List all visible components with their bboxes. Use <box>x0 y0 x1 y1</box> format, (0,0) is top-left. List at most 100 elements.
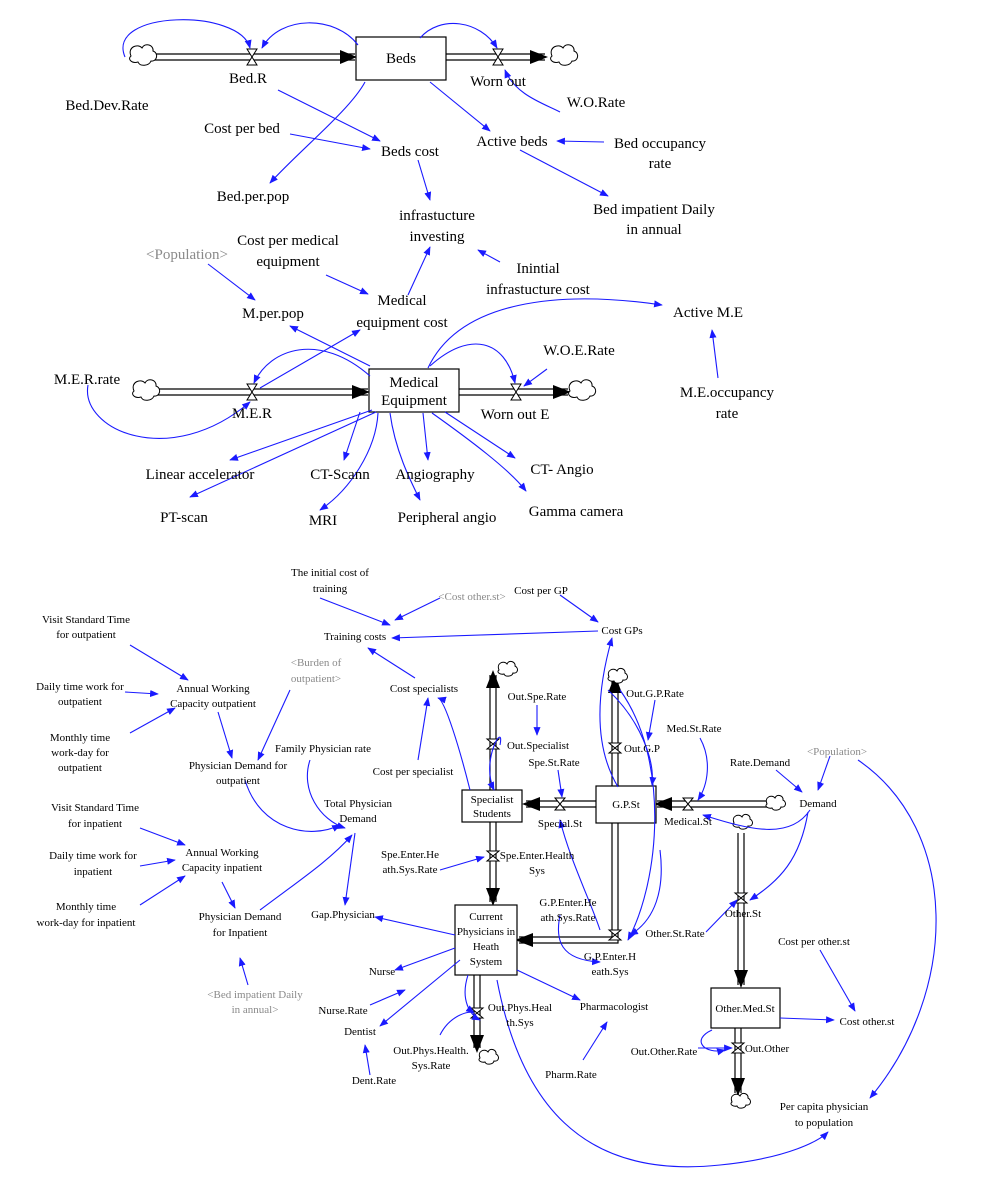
annual-capacity-outpatient-0-label: Annual Working <box>176 683 250 695</box>
bottom-diagram-other-st-label: Other.St <box>725 908 761 920</box>
out-phys-health-sys-rate-1-label: Sys.Rate <box>412 1060 451 1072</box>
monthly-time-outpatient-0-label: Monthly time <box>50 732 110 744</box>
stocks-gp-st-label: G.P.St <box>612 799 640 811</box>
cost-per-medical-equipment-label: Cost per medical <box>237 233 339 249</box>
current-physicians-3-label: System <box>470 956 503 968</box>
spe-enter-health-sys-1-label: Sys <box>529 865 545 877</box>
gp-enter-heath-sys-rate-1-label: ath.Sys.Rate <box>541 912 596 924</box>
cloud-icon <box>132 379 161 401</box>
bed-occupancy-rate-1-label: rate <box>649 156 672 172</box>
bottom-diagram-out-specialist-label: Out.Specialist <box>507 740 569 752</box>
bed-occupancy-rate-label: Bed occupancy <box>614 136 707 152</box>
active-me-label: Active M.E <box>673 305 743 321</box>
visit-std-outpatient-1-label: for outpatient <box>56 629 116 641</box>
current-physicians-2-label: Heath <box>473 941 500 953</box>
bottom-diagram-out-gp-label: Out.G.P <box>624 743 660 755</box>
population-ghost-label: <Population> <box>146 247 228 263</box>
gamma-camera-label: Gamma camera <box>529 504 624 520</box>
pt-scan-label: PT-scan <box>160 510 208 526</box>
bottom-diagram-out-spe-rate-label: Out.Spe.Rate <box>508 691 567 703</box>
bottom-diagram-nurse-rate-label: Nurse.Rate <box>318 1005 367 1017</box>
physician-demand-outpatient-0-label: Physician Demand for <box>189 760 288 772</box>
active-beds-label: Active beds <box>476 134 547 150</box>
top-labels: Bed.R Bed.Dev.Rate Worn out W.O.Rate Cos… <box>54 71 775 529</box>
angiography-label: Angiography <box>395 467 475 483</box>
bottom-links <box>124 594 937 1168</box>
mer-label: M.E.R <box>232 406 272 422</box>
wo-rate-label: W.O.Rate <box>567 95 626 111</box>
bottom-diagram-gap-physician-label: Gap.Physician <box>311 909 375 921</box>
daily-time-inpatient-1-label: inpatient <box>74 866 113 878</box>
physician-demand-inpatient-0-label: Physician Demand <box>199 911 282 923</box>
bottom-diagram-pharmacologist-label: Pharmacologist <box>580 1001 648 1013</box>
bottom-diagram-other-st-rate-label: Other.St.Rate <box>645 928 704 940</box>
initial-infrastructure-cost-label: Inintial <box>516 261 559 277</box>
annual-capacity-inpatient-1-label: Capacity inpatient <box>182 862 262 874</box>
worn-out-label: Worn out <box>470 74 527 90</box>
monthly-time-inpatient-0-label: Monthly time <box>56 901 116 913</box>
initial-cost-training-0-label: The initial cost of <box>291 567 369 579</box>
annual-capacity-outpatient-1-label: Capacity outpatient <box>170 698 256 710</box>
total-physician-demand-1-label: Demand <box>339 813 377 825</box>
per-capita-physician-1-label: to population <box>795 1117 854 1129</box>
cloud-icon <box>478 1048 499 1065</box>
woe-rate-label: W.O.E.Rate <box>543 343 615 359</box>
beds-cost-label: Beds cost <box>381 144 440 160</box>
bottom-diagram-out-other-rate-label: Out.Other.Rate <box>631 1046 698 1058</box>
bottom-diagram-population2-label: <Population> <box>807 746 867 758</box>
cloud-icon <box>765 794 786 811</box>
bottom-diagram-pharm-rate-label: Pharm.Rate <box>545 1069 597 1081</box>
current-physicians-1-label: Physicians in <box>457 926 516 938</box>
cloud-icon <box>129 44 158 66</box>
bottom-diagram-nurse-label: Nurse <box>369 966 395 978</box>
bottom-diagram-dent-rate-label: Dent.Rate <box>352 1075 396 1087</box>
bottom-diagram-rate-demand-label: Rate.Demand <box>730 757 791 769</box>
stock-current-physicians <box>454 904 518 976</box>
per-capita-physician-0-label: Per capita physician <box>780 1101 869 1113</box>
visit-std-inpatient-1-label: for inpatient <box>68 818 122 830</box>
cloud-icon <box>497 660 518 677</box>
ct-scann-label: CT-Scann <box>310 467 370 483</box>
bed-impatient-daily-1-label: in annual <box>626 222 681 238</box>
ct-angio-label: CT- Angio <box>530 462 593 478</box>
bottom-diagram-cost-per-other-st-label: Cost per other.st <box>778 936 850 948</box>
stock-beds <box>355 36 447 81</box>
stock-gp-st <box>595 785 657 824</box>
bottom-diagram-special-st-label: Special.St <box>538 818 582 830</box>
stock-medical-equipment-label: Medical <box>389 375 438 391</box>
infrastructure-investing-label: infrastucture <box>399 208 475 224</box>
initial-infrastructure-cost-1-label: infrastucture cost <box>486 282 591 298</box>
bottom-diagram-training-costs-label: Training costs <box>324 631 386 643</box>
bed-r-label: Bed.R <box>229 71 267 87</box>
bottom-diagram-spe-st-rate-label: Spe.St.Rate <box>528 757 579 769</box>
specialist-students-0-label: Specialist <box>471 794 514 806</box>
spe-enter-heath-sys-rate-0-label: Spe.Enter.He <box>381 849 439 861</box>
cost-per-medical-equipment-1-label: equipment <box>256 254 320 270</box>
monthly-time-inpatient-1-label: work-day for inpatient <box>37 917 136 929</box>
medical-equipment-cost-label: Medical <box>377 293 426 309</box>
total-physician-demand-0-label: Total Physician <box>324 798 392 810</box>
bed-impatient-ghost-1-label: in annual> <box>232 1004 279 1016</box>
monthly-time-outpatient-1-label: work-day for <box>51 747 109 759</box>
bottom-diagram-demand-label: Demand <box>799 798 837 810</box>
infrastructure-investing-1-label: investing <box>410 229 465 245</box>
visit-std-inpatient-0-label: Visit Standard Time <box>51 802 139 814</box>
bottom-diagram-cost-specialists-label: Cost specialists <box>390 683 458 695</box>
mri-label: MRI <box>309 513 337 529</box>
me-occupancy-rate-1-label: rate <box>716 406 739 422</box>
out-phys-health-sys-0-label: Out.Phys.Heal <box>488 1002 552 1014</box>
bed-impatient-ghost-0-label: <Bed impatient Daily <box>207 989 303 1001</box>
burden-outpatient-1-label: outpatient> <box>291 673 341 685</box>
monthly-time-outpatient-2-label: outpatient <box>58 762 102 774</box>
daily-time-outpatient-1-label: outpatient <box>58 696 102 708</box>
bottom-diagram-cost-gps-label: Cost GPs <box>601 625 642 637</box>
cloud-icon <box>550 44 579 66</box>
bed-per-pop-label: Bed.per.pop <box>217 189 290 205</box>
bottom-diagram-dentist-label: Dentist <box>344 1026 376 1038</box>
bottom-diagram-out-other-label: Out.Other <box>745 1043 790 1055</box>
stock-medical-equipment-label-2: Equipment <box>381 393 448 409</box>
stock-other-med-st <box>710 987 781 1029</box>
cloud-icon <box>730 1092 751 1109</box>
burden-outpatient-0-label: <Burden of <box>291 657 342 669</box>
